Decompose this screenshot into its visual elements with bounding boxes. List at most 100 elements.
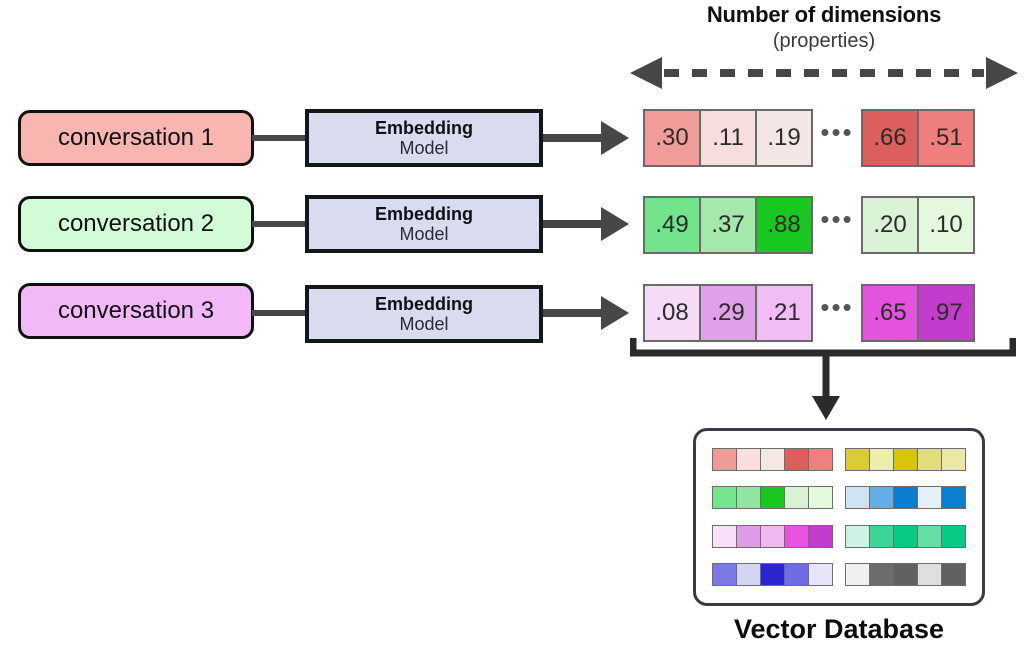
db-cell (869, 524, 894, 548)
connector-line-1 (252, 135, 308, 141)
db-cell (917, 562, 942, 586)
vector-cell: .19 (755, 109, 813, 167)
vector-cell: .49 (643, 196, 701, 254)
db-cell (808, 448, 833, 471)
db-cell (941, 448, 966, 471)
db-cell (736, 524, 761, 548)
vector-cell: .65 (861, 284, 919, 342)
conversation-box-3[interactable]: conversation 3 (18, 283, 254, 339)
embedding-model-subtitle-3: Model (399, 314, 449, 334)
vector-row-1: .30 .11 .19 ••• .66 .51 (643, 109, 975, 167)
db-strip-right (845, 448, 966, 471)
embedding-model-box-3[interactable]: Embedding Model (305, 285, 543, 343)
db-strip-right (845, 562, 966, 586)
db-strip-left (712, 448, 833, 471)
flow-arrow-head-3-icon (601, 296, 629, 330)
vector-cell: .30 (643, 109, 701, 167)
db-cell (784, 448, 809, 471)
vector-row-2: .49 .37 .88 ••• .20 .10 (643, 196, 975, 254)
db-cell (760, 486, 785, 510)
db-strip-left (712, 524, 833, 548)
db-strip-left (712, 562, 833, 586)
double-headed-dashed-arrow-icon (628, 56, 1020, 90)
vector-database-grid (712, 448, 966, 586)
vector-database-label: Vector Database (733, 614, 945, 644)
embedding-model-title-2: Embedding (375, 203, 473, 224)
vector-row-3: .08 .29 .21 ••• .65 .97 (643, 284, 975, 342)
db-cell (893, 448, 918, 471)
conversation-label-2: conversation 2 (57, 210, 215, 237)
embedding-model-subtitle-1: Model (399, 138, 449, 158)
db-cell (736, 448, 761, 471)
vector-cell: .51 (917, 109, 975, 167)
db-strip-left (712, 486, 833, 510)
db-cell (845, 562, 870, 586)
db-cell (808, 486, 833, 510)
conversation-label-3: conversation 3 (57, 297, 215, 324)
db-cell (893, 524, 918, 548)
db-row (712, 562, 966, 586)
dimensions-subtitle: (properties) (772, 30, 876, 52)
db-cell (845, 448, 870, 471)
vector-cell: .97 (917, 284, 975, 342)
db-cell (917, 448, 942, 471)
flow-arrow-shaft-2 (543, 220, 605, 228)
vector-leading-group-3: .08 .29 .21 (643, 284, 813, 342)
flow-arrow-head-1-icon (601, 121, 629, 155)
vector-trailing-group-1: .66 .51 (861, 109, 975, 167)
connector-line-3 (252, 310, 308, 316)
vector-cell: .21 (755, 284, 813, 342)
db-cell (941, 524, 966, 548)
db-cell (808, 524, 833, 548)
vector-database-card[interactable] (693, 428, 985, 606)
dimensions-title: Number of dimensions (706, 2, 942, 27)
db-cell (941, 486, 966, 510)
db-cell (869, 448, 894, 471)
db-cell (917, 486, 942, 510)
db-row (712, 524, 966, 548)
conversation-box-1[interactable]: conversation 1 (18, 110, 254, 166)
embedding-model-box-1[interactable]: Embedding Model (305, 109, 543, 167)
db-cell (845, 524, 870, 548)
db-cell (736, 486, 761, 510)
flow-arrow-shaft-3 (543, 309, 605, 317)
db-cell (712, 448, 737, 471)
vector-cell: .08 (643, 284, 701, 342)
db-cell (784, 486, 809, 510)
db-cell (736, 562, 761, 586)
flow-arrow-head-2-icon (601, 207, 629, 241)
db-row (712, 448, 966, 471)
embedding-model-title-1: Embedding (375, 117, 473, 138)
vector-ellipsis-3: ••• (820, 292, 854, 322)
db-cell (784, 524, 809, 548)
db-row (712, 486, 966, 510)
db-cell (845, 486, 870, 510)
vector-cell: .20 (861, 196, 919, 254)
vector-ellipsis-1: ••• (820, 117, 854, 147)
flow-arrow-shaft-1 (543, 134, 605, 142)
embedding-model-box-2[interactable]: Embedding Model (305, 195, 543, 253)
db-cell (869, 486, 894, 510)
db-cell (712, 486, 737, 510)
vector-trailing-group-2: .20 .10 (861, 196, 975, 254)
db-cell (893, 562, 918, 586)
db-cell (808, 562, 833, 586)
db-cell (712, 562, 737, 586)
db-cell (784, 562, 809, 586)
vector-cell: .37 (699, 196, 757, 254)
vector-trailing-group-3: .65 .97 (861, 284, 975, 342)
vector-cell: .11 (699, 109, 757, 167)
db-cell (869, 562, 894, 586)
vector-ellipsis-2: ••• (820, 204, 854, 234)
conversation-label-1: conversation 1 (57, 124, 215, 151)
vector-cell: .10 (917, 196, 975, 254)
db-cell (893, 486, 918, 510)
db-cell (712, 524, 737, 548)
vector-leading-group-1: .30 .11 .19 (643, 109, 813, 167)
conversation-box-2[interactable]: conversation 2 (18, 196, 254, 252)
db-strip-right (845, 486, 966, 510)
embedding-model-subtitle-2: Model (399, 224, 449, 244)
connector-line-2 (252, 221, 308, 227)
vector-cell: .66 (861, 109, 919, 167)
